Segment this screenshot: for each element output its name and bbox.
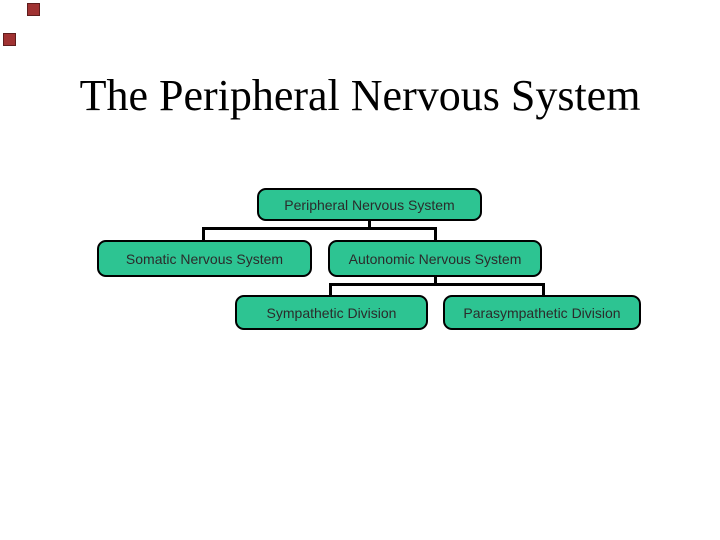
connector-autonomic-stem [433,277,437,286]
node-sympathetic-division: Sympathetic Division [235,295,428,330]
node-somatic-nervous-system-label: Somatic Nervous System [125,250,284,267]
node-parasympathetic-division-label: Parasympathetic Division [463,304,621,321]
connector-drop-autonomic [433,227,437,240]
connector-root-stem [368,221,371,230]
slide-title: The Peripheral Nervous System [79,71,641,120]
decorative-red-square-left [3,33,16,46]
node-peripheral-nervous-system-label: Peripheral Nervous System [284,196,455,213]
connector-root-children-bar [202,227,437,230]
connector-drop-somatic [202,227,205,240]
node-autonomic-nervous-system-label: Autonomic Nervous System [348,250,522,267]
node-peripheral-nervous-system: Peripheral Nervous System [257,188,482,221]
decorative-red-square-top [27,3,40,16]
connector-drop-sympathetic [329,283,332,295]
node-somatic-nervous-system: Somatic Nervous System [97,240,312,277]
node-autonomic-nervous-system: Autonomic Nervous System [328,240,542,277]
connector-drop-parasympathetic [542,283,545,295]
node-sympathetic-division-label: Sympathetic Division [266,304,397,321]
connector-autonomic-children-bar [329,283,545,286]
node-parasympathetic-division: Parasympathetic Division [443,295,641,330]
